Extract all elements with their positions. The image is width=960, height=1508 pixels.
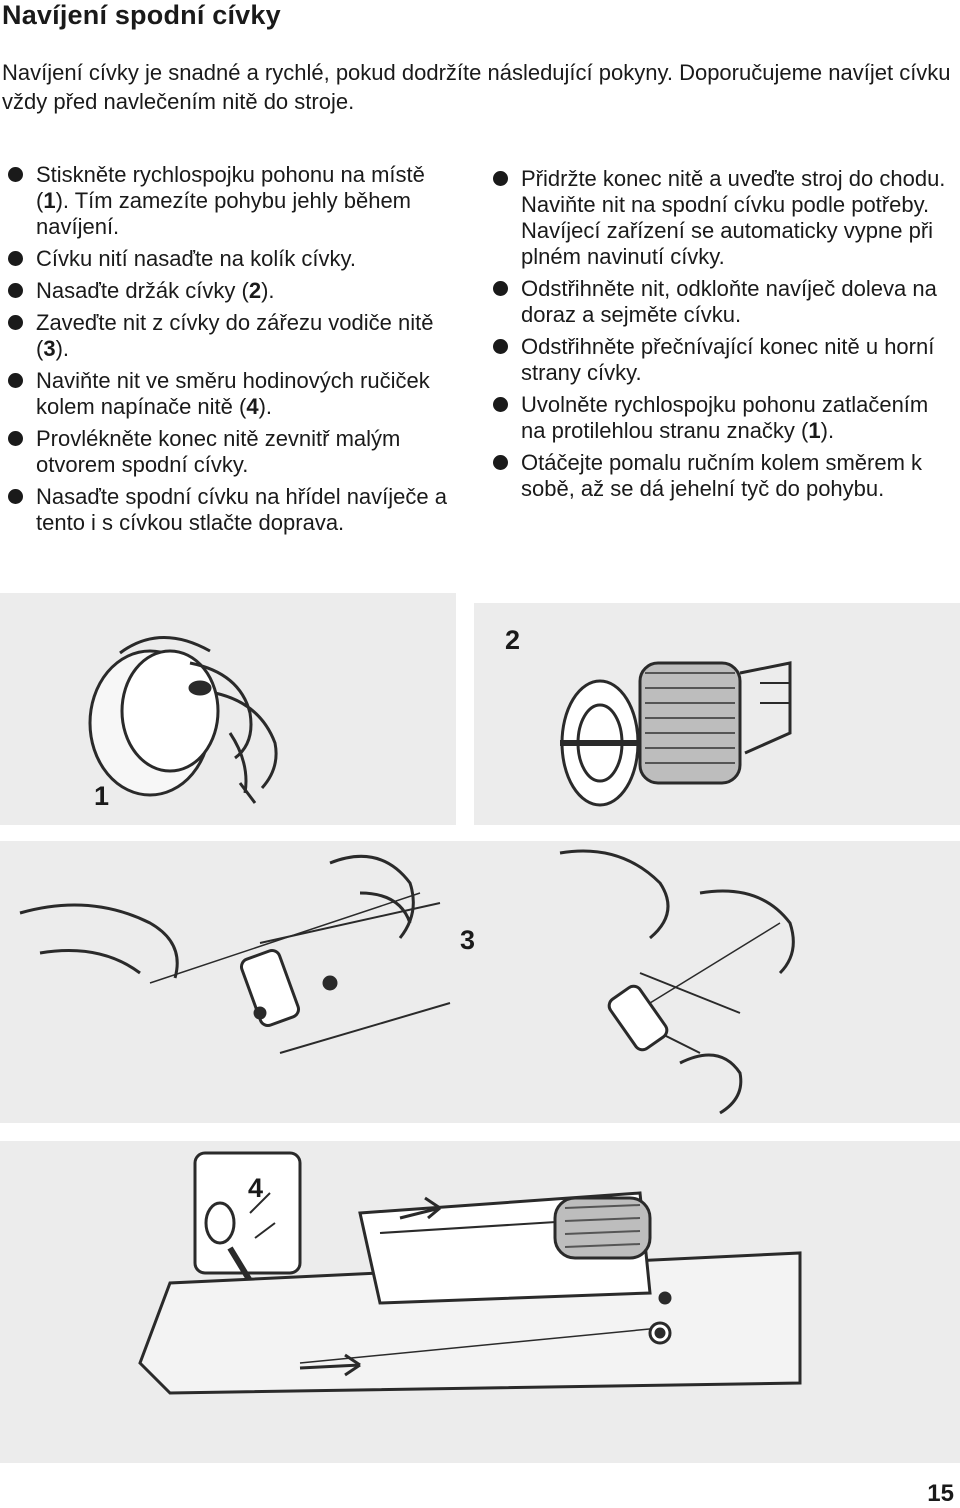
- thread-guide-illustration-right: [559, 849, 795, 1115]
- list-item: Odstřihněte přečnívající konec nitě u ho…: [493, 334, 958, 386]
- bullet-icon: [493, 397, 508, 412]
- list-item: Odstřihněte nit, odkloňte navíječ doleva…: [493, 276, 958, 328]
- figure-1-panel: [0, 593, 456, 825]
- list-item: Zaveďte nit z cívky do zářezu vodiče nit…: [8, 310, 460, 362]
- list-item: Cívku nití nasaďte na kolík cívky.: [8, 246, 460, 272]
- page-number: 15: [927, 1480, 954, 1507]
- list-item: Otáčejte pomalu ručním kolem směrem k so…: [493, 450, 958, 502]
- illustrations-svg: 1 2 3: [0, 593, 960, 1463]
- bullet-icon: [8, 315, 23, 330]
- bullet-icon: [8, 489, 23, 504]
- illustration-area: 1 2 3: [0, 593, 960, 1463]
- machine-top-illustration: [138, 1151, 802, 1395]
- bullet-icon: [493, 171, 508, 186]
- bullet-icon: [8, 167, 23, 182]
- list-item: Uvolněte rychlospojku pohonu zatlačením …: [493, 392, 958, 444]
- figure-3-label: 3: [460, 925, 475, 955]
- list-item: Nasaďte držák cívky (2).: [8, 278, 460, 304]
- page-title: Navíjení spodní cívky: [2, 0, 281, 30]
- bullet-icon: [493, 339, 508, 354]
- spool-hand-illustration: [88, 636, 278, 804]
- bullet-icon: [8, 251, 23, 266]
- intro-paragraph: Navíjení cívky je snadné a rychlé, pokud…: [2, 60, 951, 114]
- figure-1-label: 1: [94, 781, 109, 811]
- thread-guide-illustration-left: [19, 854, 451, 1054]
- bobbin-holder-illustration: [560, 661, 792, 807]
- list-item: Přidržte konec nitě a uveďte stroj do ch…: [493, 166, 958, 270]
- list-item: Nasaďte spodní cívku na hřídel navíječe …: [8, 484, 460, 536]
- bullet-icon: [493, 455, 508, 470]
- figure-2-label: 2: [505, 625, 520, 655]
- bullet-icon: [8, 373, 23, 388]
- left-instruction-list: Stiskněte rychlospojku pohonu na místě (…: [8, 162, 460, 542]
- figure-3-panel: [0, 841, 960, 1123]
- figure-4-label: 4: [248, 1173, 263, 1203]
- bullet-icon: [493, 281, 508, 296]
- bullet-icon: [8, 431, 23, 446]
- list-item: Stiskněte rychlospojku pohonu na místě (…: [8, 162, 460, 240]
- list-item: Naviňte nit ve směru hodinových ručiček …: [8, 368, 460, 420]
- bullet-icon: [8, 283, 23, 298]
- list-item: Provlékněte konec nitě zevnitř malým otv…: [8, 426, 460, 478]
- right-instruction-list: Přidržte konec nitě a uveďte stroj do ch…: [493, 166, 958, 508]
